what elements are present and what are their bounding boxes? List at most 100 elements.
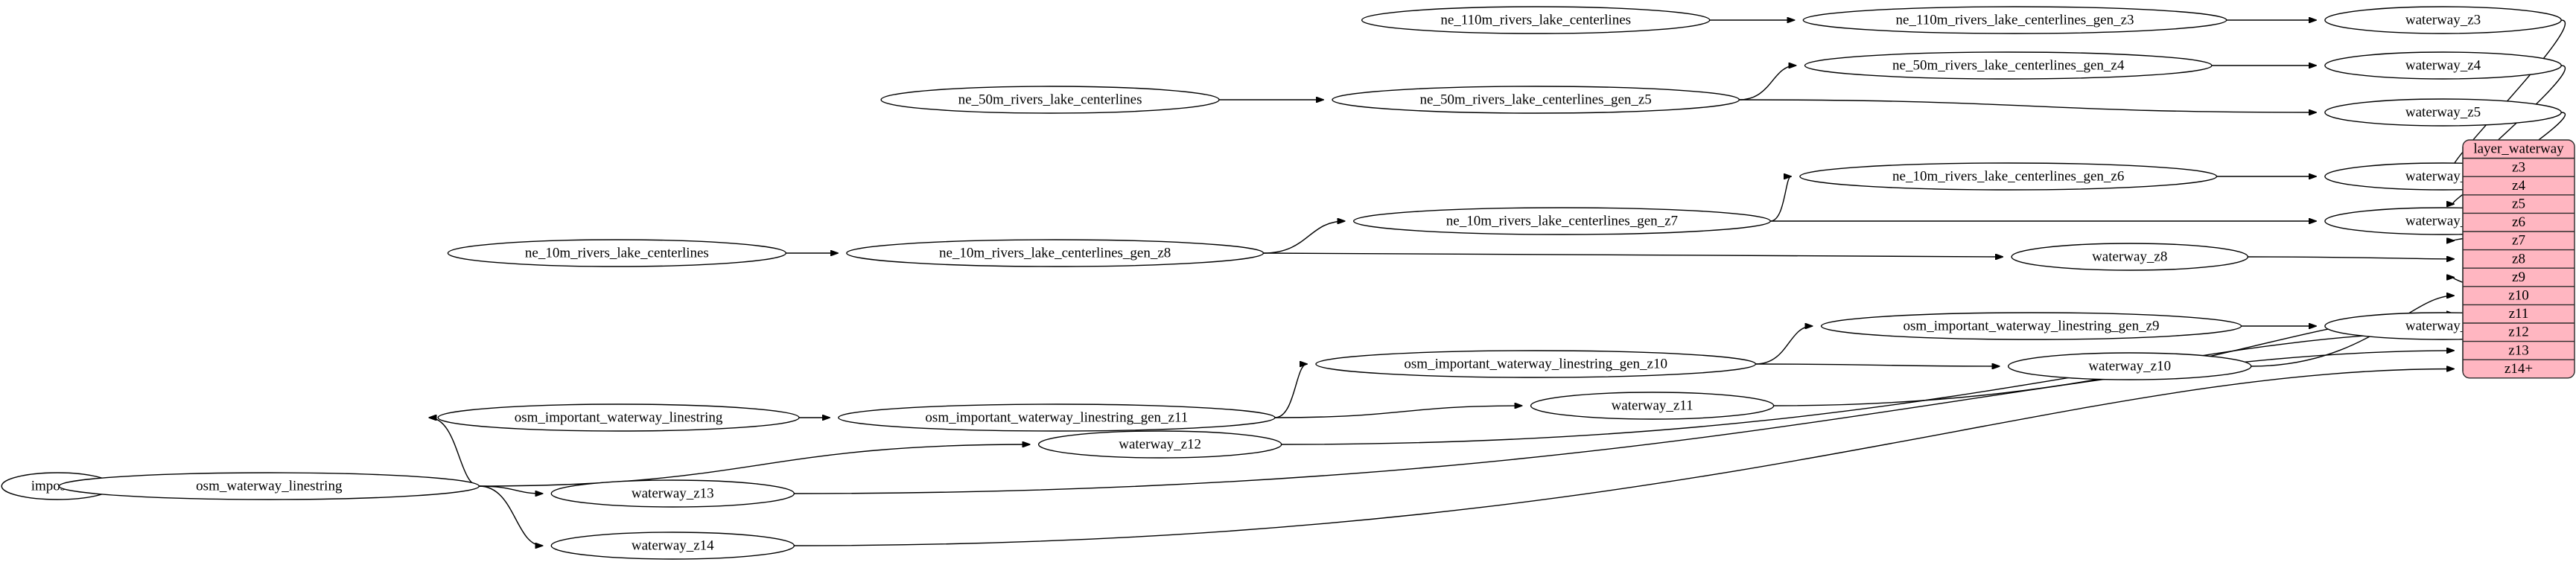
node-label: waterway_z4 [2405, 57, 2481, 73]
table-row-z11[interactable]: z11 [2463, 304, 2575, 322]
graph-edge [1739, 66, 1796, 100]
graph-node-ne_50m_rivers_lake_centerlines_gen_z5[interactable]: ne_50m_rivers_lake_centerlines_gen_z5 [1332, 86, 1740, 114]
graph-node-waterway_z8[interactable]: waterway_z8 [2011, 243, 2249, 271]
table-row-label: z12 [2508, 325, 2528, 340]
graph-node-ne_110m_rivers_lake_centerlines_gen_z3[interactable]: ne_110m_rivers_lake_centerlines_gen_z3 [1802, 6, 2227, 34]
table-row-z9[interactable]: z9 [2463, 267, 2575, 285]
table-row-label: z10 [2508, 287, 2528, 303]
node-label: ne_10m_rivers_lake_centerlines_gen_z7 [1446, 213, 1678, 229]
node-label: osm_important_waterway_linestring [515, 409, 723, 425]
node-label: ne_10m_rivers_lake_centerlines [525, 245, 709, 261]
node-label: waterway_z10 [2088, 358, 2171, 374]
node-label: ne_50m_rivers_lake_centerlines [958, 92, 1142, 107]
graph-edge [1263, 252, 2003, 257]
node-label: ne_50m_rivers_lake_centerlines_gen_z4 [1892, 57, 2125, 73]
node-ellipse [2324, 98, 2562, 127]
graph-node-ne_110m_rivers_lake_centerlines[interactable]: ne_110m_rivers_lake_centerlines [1361, 6, 1711, 34]
node-ellipse [2324, 51, 2562, 80]
table-row-z12[interactable]: z12 [2463, 322, 2575, 340]
graph-node-waterway_z13[interactable]: waterway_z13 [550, 479, 795, 508]
node-ellipse [550, 479, 795, 508]
graph-node-ne_50m_rivers_lake_centerlines_gen_z4[interactable]: ne_50m_rivers_lake_centerlines_gen_z4 [1804, 51, 2213, 80]
graph-node-ne_10m_rivers_lake_centerlines[interactable]: ne_10m_rivers_lake_centerlines [447, 239, 787, 267]
graph-edge [1739, 99, 2316, 112]
graph-node-osm_important_waterway_linestring_gen_z10[interactable]: osm_important_waterway_linestring_gen_z1… [1315, 350, 1757, 378]
graph-node-osm_important_waterway_linestring[interactable]: osm_important_waterway_linestring [437, 403, 800, 432]
node-label: waterway_z6 [2405, 168, 2481, 184]
graph-node-waterway_z4[interactable]: waterway_z4 [2324, 51, 2562, 80]
graph-node-waterway_z14[interactable]: waterway_z14 [550, 532, 795, 560]
table-row-label: z9 [2512, 269, 2525, 285]
graph-node-waterway_z11[interactable]: waterway_z11 [1530, 392, 1775, 420]
node-ellipse [550, 532, 795, 560]
node-ellipse [437, 403, 800, 432]
node-label: waterway_z9 [2405, 318, 2481, 334]
node-label: osm_important_waterway_linestring_gen_z1… [925, 409, 1188, 425]
table-row-z5[interactable]: z5 [2463, 194, 2575, 212]
table-row-z8[interactable]: z8 [2463, 249, 2575, 267]
table-row-z6[interactable]: z6 [2463, 212, 2575, 230]
graph-node-ne_10m_rivers_lake_centerlines_gen_z6[interactable]: ne_10m_rivers_lake_centerlines_gen_z6 [1799, 162, 2218, 191]
graph-edge [1263, 221, 1344, 254]
table-row-z10[interactable]: z10 [2463, 286, 2575, 304]
node-label: osm_waterway_linestring [196, 478, 343, 494]
graph-edge [1770, 176, 1791, 222]
node-ellipse [1352, 207, 1771, 235]
graph-edge [794, 351, 2454, 494]
node-label: waterway_z3 [2405, 12, 2481, 28]
table-row-z3[interactable]: z3 [2512, 159, 2525, 175]
node-ellipse [1530, 392, 1775, 420]
node-ellipse [2324, 6, 2562, 34]
node-label: waterway_z7 [2405, 213, 2481, 229]
graph-node-osm_important_waterway_linestring_gen_z11[interactable]: osm_important_waterway_linestring_gen_z1… [838, 403, 1276, 432]
node-ellipse [1037, 430, 1282, 459]
graph-edge [1755, 364, 1999, 366]
graph-edge [1755, 326, 1812, 365]
node-ellipse [1361, 6, 1711, 34]
node-label: waterway_z11 [1612, 398, 1694, 413]
graph-edge [794, 369, 2454, 546]
node-label: waterway_z5 [2405, 104, 2481, 120]
table-row-z7[interactable]: z7 [2463, 231, 2575, 249]
graph-node-waterway_z12[interactable]: waterway_z12 [1037, 430, 1282, 459]
table-row-z4[interactable]: z4 [2463, 176, 2575, 194]
graph-node-waterway_z10[interactable]: waterway_z10 [2007, 352, 2252, 380]
table-row-label: z13 [2508, 342, 2528, 358]
node-label: osm_important_waterway_linestring_gen_z1… [1404, 356, 1667, 371]
graph-edge [479, 485, 542, 546]
node-label: waterway_z8 [2092, 249, 2167, 264]
node-label: waterway_z12 [1119, 436, 1201, 452]
graph-node-ne_10m_rivers_lake_centerlines_gen_z8[interactable]: ne_10m_rivers_lake_centerlines_gen_z8 [846, 239, 1265, 267]
node-label: osm_important_waterway_linestring_gen_z9 [1904, 318, 2160, 334]
graph-edge [479, 485, 542, 494]
graph-node-osm_important_waterway_linestring_gen_z9[interactable]: osm_important_waterway_linestring_gen_z9 [1820, 312, 2242, 340]
table-header-row: layer_waterway [2473, 141, 2564, 157]
node-label: ne_10m_rivers_lake_centerlines_gen_z8 [939, 245, 1171, 261]
graph-edge [2248, 257, 2454, 259]
node-ellipse [1804, 51, 2213, 80]
graph-node-waterway_z5[interactable]: waterway_z5 [2324, 98, 2562, 127]
node-ellipse [58, 472, 480, 500]
graph-node-osm_waterway_linestring[interactable]: osm_waterway_linestring [58, 472, 480, 500]
graph-node-ne_50m_rivers_lake_centerlines[interactable]: ne_50m_rivers_lake_centerlines [880, 86, 1220, 114]
node-label: ne_50m_rivers_lake_centerlines_gen_z5 [1420, 92, 1652, 107]
node-ellipse [1802, 6, 2227, 34]
graph-node-ne_10m_rivers_lake_centerlines_gen_z7[interactable]: ne_10m_rivers_lake_centerlines_gen_z7 [1352, 207, 1771, 235]
node-ellipse [846, 239, 1265, 267]
graph-edge [1274, 364, 1307, 418]
node-ellipse [1820, 312, 2242, 340]
node-label: waterway_z13 [632, 485, 714, 501]
table-row-z14plus[interactable]: z14+ [2463, 359, 2575, 377]
table-row-label: z8 [2512, 251, 2525, 267]
node-label: ne_110m_rivers_lake_centerlines_gen_z3 [1895, 12, 2134, 28]
node-ellipse [447, 239, 787, 267]
node-label: ne_110m_rivers_lake_centerlines [1440, 12, 1631, 28]
graph-edge [1274, 406, 1522, 418]
edges-layer [50, 20, 2566, 546]
table-row-label: z6 [2512, 214, 2525, 230]
table-row-z13[interactable]: z13 [2463, 340, 2575, 359]
graph-node-waterway_z3[interactable]: waterway_z3 [2324, 6, 2562, 34]
graph-edge [479, 444, 1029, 487]
